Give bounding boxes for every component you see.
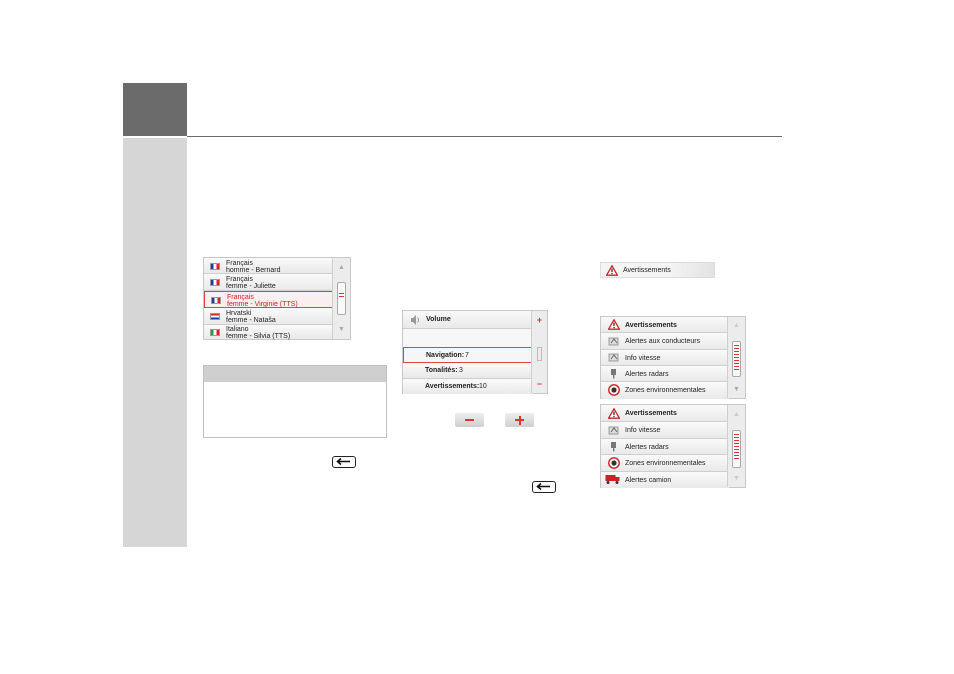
list-item-label: Zones environnementales <box>625 387 706 394</box>
volume-scrollbar[interactable]: + − <box>531 311 547 393</box>
language-name: Français <box>227 294 254 301</box>
language-name: Italiano <box>226 326 249 333</box>
warnings-scrollbar[interactable]: ▲ ▼ <box>727 317 745 398</box>
language-item-4[interactable]: Hrvatski femme - Nataša <box>204 308 334 325</box>
speaker-icon <box>411 315 419 325</box>
flag-hr-icon <box>210 313 220 320</box>
warnings-title-row: Avertissements <box>601 405 729 422</box>
environmental-zone-icon <box>608 457 620 469</box>
language-list: Français homme - Bernard Français femme … <box>203 257 351 340</box>
scroll-up-button[interactable]: ▲ <box>733 411 740 418</box>
sidebar-strip <box>123 138 187 547</box>
volume-plus-button[interactable]: + <box>536 315 543 325</box>
flag-fr-icon <box>210 279 220 286</box>
note-box <box>203 365 387 438</box>
tones-label: Tonalités: <box>425 367 458 374</box>
warnings-menu-button[interactable]: Avertissements <box>600 262 715 278</box>
minus-key-icon <box>455 413 484 427</box>
speed-info-icon <box>608 353 619 362</box>
voice-name: femme - Silvia (TTS) <box>226 333 291 340</box>
scroll-up-button[interactable]: ▲ <box>338 264 345 271</box>
navigation-label: Navigation: <box>426 352 465 359</box>
scroll-thumb[interactable] <box>732 341 741 377</box>
list-item-label: Alertes camion <box>625 477 672 484</box>
language-item-2[interactable]: Français femme - Juliette <box>204 274 334 291</box>
warnings-title: Avertissements <box>625 410 677 417</box>
environmental-zone-icon <box>608 384 620 396</box>
back-key-icon <box>532 481 556 493</box>
language-item-3[interactable]: Français femme - Virginie (TTS) <box>204 291 334 308</box>
voice-name: femme - Virginie (TTS) <box>227 301 298 308</box>
language-name: Français <box>226 260 253 267</box>
list-item[interactable]: Info vitesse <box>601 422 729 439</box>
warnings-scrollbar[interactable]: ▲ ▼ <box>727 405 745 487</box>
warning-icon <box>608 319 620 330</box>
navigation-value: 7 <box>465 352 469 359</box>
warnings-volume-row[interactable]: Avertissements: 10 <box>403 379 533 394</box>
plus-key-icon <box>505 413 534 427</box>
list-item[interactable]: Alertes camion <box>601 472 729 488</box>
scroll-down-button[interactable]: ▼ <box>733 386 740 393</box>
warnings-list-2: Avertissements Info vitesse Alertes rada… <box>600 404 746 488</box>
voice-name: femme - Nataša <box>226 317 276 324</box>
flag-fr-icon <box>211 297 221 304</box>
language-name: Hrvatski <box>226 310 252 317</box>
list-item[interactable]: Alertes aux conducteurs <box>601 333 729 350</box>
volume-slider-handle[interactable] <box>537 347 542 361</box>
warning-icon <box>606 265 618 276</box>
speed-camera-icon <box>611 369 616 379</box>
list-item-label: Alertes aux conducteurs <box>625 338 701 345</box>
warnings-label: Avertissements: <box>425 383 480 390</box>
language-scrollbar[interactable]: ▲ ▼ <box>332 258 350 339</box>
volume-minus-button[interactable]: − <box>536 379 543 389</box>
volume-title: Volume <box>426 316 451 323</box>
list-item[interactable]: Info vitesse <box>601 350 729 366</box>
warning-icon <box>608 408 620 419</box>
warnings-title-row: Avertissements <box>601 317 729 333</box>
navigation-volume-row[interactable]: Navigation: 7 <box>403 347 533 363</box>
note-box-header <box>204 366 386 382</box>
scroll-down-button[interactable]: ▼ <box>338 326 345 333</box>
list-item-label: Alertes radars <box>625 371 669 378</box>
scroll-thumb[interactable] <box>732 430 741 468</box>
warnings-title: Avertissements <box>625 322 677 329</box>
volume-panel: Volume Navigation: 7 Tonalités: 3 Averti… <box>402 310 548 394</box>
speed-camera-icon <box>611 442 616 452</box>
scroll-thumb[interactable] <box>337 282 346 315</box>
list-item[interactable]: Zones environnementales <box>601 382 729 399</box>
warnings-list-1: Avertissements Alertes aux conducteurs I… <box>600 316 746 399</box>
list-item-label: Zones environnementales <box>625 460 706 467</box>
scroll-up-button[interactable]: ▲ <box>733 322 740 329</box>
header-divider <box>187 136 782 137</box>
driver-alert-icon <box>608 337 619 346</box>
volume-title-row: Volume <box>403 311 533 329</box>
voice-name: femme - Juliette <box>226 283 276 290</box>
volume-spacer <box>403 329 533 347</box>
scroll-down-button[interactable]: ▼ <box>733 475 740 482</box>
language-item-5[interactable]: Italiano femme - Silvia (TTS) <box>204 325 334 340</box>
list-item-label: Info vitesse <box>625 427 661 434</box>
list-item[interactable]: Alertes radars <box>601 439 729 455</box>
chapter-tab <box>123 83 187 136</box>
speed-info-icon <box>608 426 619 435</box>
list-item[interactable]: Alertes radars <box>601 366 729 382</box>
language-name: Français <box>226 276 253 283</box>
flag-fr-icon <box>210 263 220 270</box>
list-item-label: Alertes radars <box>625 444 669 451</box>
voice-name: homme - Bernard <box>226 267 281 274</box>
flag-it-icon <box>210 329 220 336</box>
tones-value: 3 <box>459 367 463 374</box>
warnings-value: 10 <box>479 383 487 390</box>
back-key-icon <box>332 456 356 468</box>
list-item[interactable]: Zones environnementales <box>601 455 729 472</box>
warnings-menu-label: Avertissements <box>623 267 671 274</box>
tones-volume-row[interactable]: Tonalités: 3 <box>403 363 533 379</box>
list-item-label: Info vitesse <box>625 355 661 362</box>
truck-alert-icon <box>605 475 620 484</box>
language-item-1[interactable]: Français homme - Bernard <box>204 258 334 274</box>
